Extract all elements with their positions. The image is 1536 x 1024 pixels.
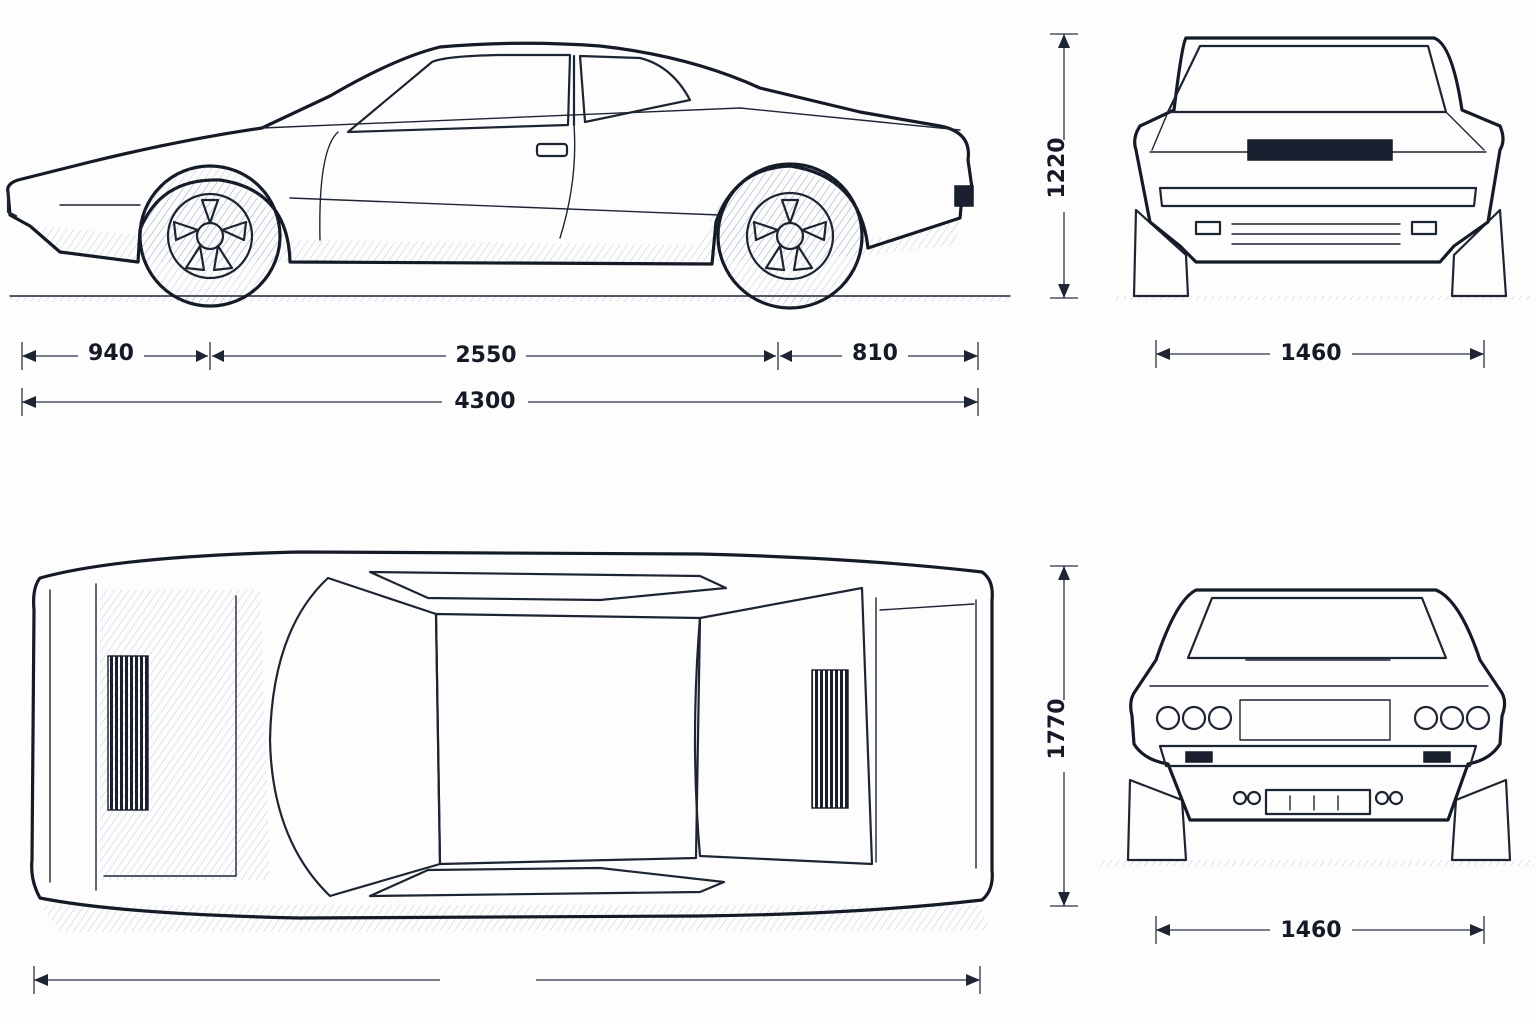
arrow-940-right	[196, 350, 208, 362]
front-view	[1112, 36, 1530, 300]
rear-view-right-lamps	[1413, 705, 1491, 731]
rear-view-body	[1129, 588, 1507, 822]
side-door-handle	[535, 142, 569, 158]
arrow-4300-left	[22, 396, 36, 408]
dim-overall-length: 4300	[454, 389, 515, 414]
dim-overall-width: 1770	[1045, 698, 1070, 759]
rear-view-license-plate	[1264, 788, 1372, 816]
rear-view-left-tire	[1126, 778, 1188, 862]
rear-view-exhausts	[1232, 790, 1404, 806]
height-dimension: 1220	[1045, 33, 1078, 299]
top-length-dimension	[33, 966, 981, 994]
top-view-roof	[434, 612, 702, 866]
side-view	[6, 41, 1011, 310]
front-view-right-light	[1410, 220, 1438, 236]
front-view-windshield	[1166, 44, 1448, 114]
rear-view-bumper	[1158, 744, 1478, 768]
top-view-body	[30, 550, 994, 920]
dim-height: 1220	[1045, 137, 1070, 198]
side-door-line	[319, 124, 576, 241]
width-dimension: 1770	[1045, 565, 1078, 907]
arrow-940-left	[22, 350, 36, 362]
front-view-lower-grille	[1231, 223, 1401, 245]
side-window-rear	[578, 54, 692, 124]
arrow-4300-right	[964, 396, 978, 408]
top-view-rear-deck	[875, 597, 977, 869]
side-crease-line	[59, 197, 721, 216]
top-view-windshield	[268, 576, 442, 898]
front-track-dimension: 1460	[1155, 338, 1485, 368]
front-view-bumper	[1158, 186, 1478, 208]
top-view	[30, 550, 994, 932]
arrow-810-left	[780, 350, 792, 362]
dim-front-track: 1460	[1280, 341, 1341, 366]
rear-view-shadow	[1098, 860, 1534, 866]
top-view-hood-vent	[107, 655, 149, 811]
arrow-810-right	[964, 350, 978, 362]
rear-view	[1098, 588, 1534, 866]
dim-rear-overhang: 810	[852, 341, 898, 366]
top-view-engine-vent	[811, 669, 849, 809]
side-dimensions: 940 2550 810 4300	[21, 338, 979, 416]
rear-view-plate-marks	[1289, 795, 1339, 811]
side-front-wheel	[138, 164, 282, 308]
side-window-front	[346, 53, 572, 134]
side-rear-bumper	[954, 185, 974, 207]
dim-wheelbase: 2550	[455, 343, 516, 368]
top-view-window-bottom	[368, 866, 726, 898]
rear-view-center-panel	[1239, 699, 1391, 741]
top-view-engine-cover	[693, 586, 874, 866]
arrow-2550-left	[212, 350, 224, 362]
rear-view-window	[1186, 596, 1448, 660]
front-view-left-light	[1194, 220, 1222, 236]
rear-view-right-reflector	[1423, 751, 1451, 763]
dim-front-overhang: 940	[88, 341, 134, 366]
arrow-2550-right	[764, 350, 776, 362]
side-front-bumper	[6, 190, 18, 218]
rear-view-deck-line	[1149, 659, 1489, 687]
front-view-air-intake	[1247, 139, 1393, 161]
rear-view-left-lamps	[1155, 705, 1233, 731]
top-view-window-top	[368, 570, 728, 602]
front-view-shadow	[1112, 296, 1530, 300]
side-beltline	[261, 107, 961, 131]
front-view-left-tire	[1132, 208, 1190, 298]
side-ground-shadow	[10, 296, 1010, 302]
rear-view-left-reflector	[1185, 751, 1213, 763]
front-view-right-tire	[1450, 208, 1508, 298]
dim-rear-track: 1460	[1280, 918, 1341, 943]
rear-track-dimension: 1460	[1155, 914, 1485, 944]
side-rear-wheel	[716, 162, 864, 310]
rear-view-right-tire	[1450, 778, 1512, 862]
